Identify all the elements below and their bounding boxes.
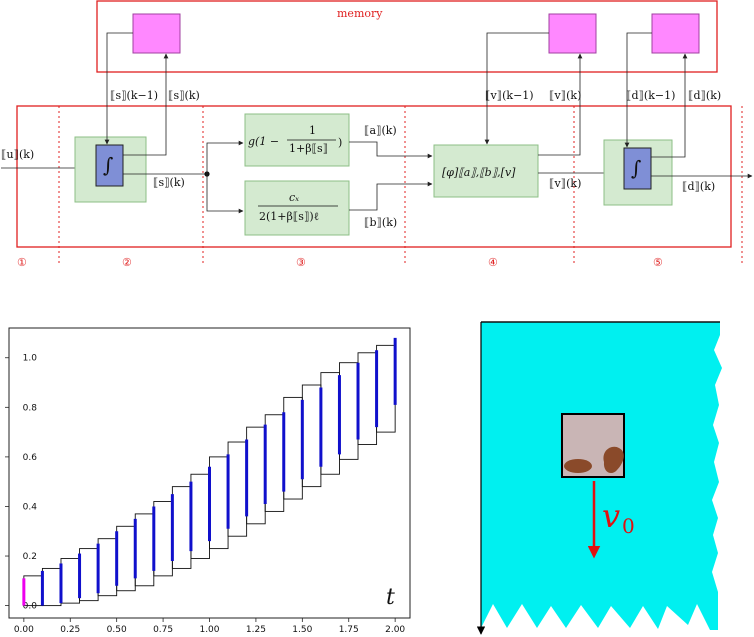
integral-s-symbol: ∫ xyxy=(103,153,113,177)
g-expr-close: ) xyxy=(338,136,342,149)
memory-cell-d xyxy=(651,13,700,54)
stage-separators xyxy=(58,106,743,265)
stage-label-2: ② xyxy=(122,256,132,269)
integrator-d-core xyxy=(623,147,652,190)
water-scene: v 0 xyxy=(476,321,722,635)
label-v-out: ⟦v⟧(k) xyxy=(549,177,581,190)
wire-a xyxy=(349,141,433,159)
y-tick-label: 0.8 xyxy=(23,403,38,413)
y-tick-label: 0.4 xyxy=(23,502,38,512)
label-s-curr: ⟦s⟧(k) xyxy=(168,89,200,102)
memory-cell-s xyxy=(132,13,181,54)
x-tick-label: 0.75 xyxy=(153,625,173,635)
x-tick-label: 1.50 xyxy=(292,625,312,635)
cx-block xyxy=(244,180,350,236)
integral-d-symbol: ∫ xyxy=(631,156,641,180)
pipeline-box xyxy=(16,105,732,248)
integrator-s-core xyxy=(95,144,124,187)
memory-box xyxy=(96,0,718,73)
phi-expr: [φ]⟦a⟧,⟦b⟧,[v] xyxy=(442,166,516,179)
chart-ticks: 0.00 0.25 0.50 0.75 1.00 1.25 1.50 1.75 2.00 0.0 0… xyxy=(5,354,405,635)
x-tick-label: 1.75 xyxy=(339,625,359,635)
g-expr-num: 1 xyxy=(309,124,316,137)
cx-den: 2(1+β⟦s⟧)ℓ xyxy=(259,210,319,223)
arrow-v-store xyxy=(538,53,583,156)
sediment-blob-right xyxy=(603,446,624,474)
x-tick-label: 0.00 xyxy=(14,625,34,635)
interval-chart: 0.00 0.25 0.50 0.75 1.00 1.25 1.50 1.75 2.00 0.0 0… xyxy=(5,327,411,635)
label-v-curr: ⟦v⟧(k) xyxy=(549,89,581,102)
wire-to-cx xyxy=(206,174,244,214)
label-d-curr: ⟦d⟧(k) xyxy=(688,89,721,102)
wire-to-g xyxy=(206,140,244,174)
label-d-out: ⟦d⟧(k) xyxy=(682,180,715,193)
block-diagram: memory ① ② ③ ④ ⑤ ⟦u⟧(k) ∫ ⟦s⟧(k−1) xyxy=(1,0,753,269)
stage-label-3: ③ xyxy=(296,256,306,269)
phi-block xyxy=(433,144,539,198)
arrow-s-store xyxy=(123,53,169,156)
arrow-v-prev xyxy=(484,32,549,145)
velocity-subscript: 0 xyxy=(622,514,635,538)
label-s-prev: ⟦s⟧(k−1) xyxy=(110,89,158,102)
g-expr-main: g(1 − xyxy=(248,135,279,148)
wire-b xyxy=(349,181,433,211)
arrow-d-store xyxy=(651,53,688,158)
x-tick-label: 0.25 xyxy=(60,625,80,635)
x-tick-label: 1.25 xyxy=(246,625,266,635)
y-tick-label: 1.0 xyxy=(23,354,38,364)
arrow-s-prev xyxy=(104,32,133,145)
chart-intervals xyxy=(22,337,397,606)
stage-label-1: ① xyxy=(17,256,27,269)
label-s-out: ⟦s⟧(k) xyxy=(153,176,185,189)
arrow-d-prev xyxy=(624,32,652,148)
x-axis-label: t xyxy=(386,585,395,610)
stage-label-4: ④ xyxy=(488,256,498,269)
label-v-prev: ⟦v⟧(k−1) xyxy=(485,89,534,102)
sediment-blob-left xyxy=(564,459,592,473)
label-d-prev: ⟦d⟧(k−1) xyxy=(626,89,675,102)
label-a: ⟦a⟧(k) xyxy=(364,124,397,137)
y-tick-label: 0.0 xyxy=(23,602,38,612)
velocity-label: v xyxy=(602,497,620,535)
cx-num: cₓ xyxy=(289,191,299,204)
y-tick-label: 0.2 xyxy=(23,552,37,562)
memory-label: memory xyxy=(337,7,383,20)
x-tick-label: 1.00 xyxy=(199,625,219,635)
x-tick-label: 2.00 xyxy=(385,625,405,635)
memory-cell-v xyxy=(548,13,597,54)
label-b: ⟦b⟧(k) xyxy=(364,216,397,229)
stage-label-5: ⑤ xyxy=(653,256,663,269)
y-tick-label: 0.6 xyxy=(23,453,38,463)
x-tick-label: 0.50 xyxy=(107,625,127,635)
input-label: ⟦u⟧(k) xyxy=(1,148,34,161)
g-expr-den: 1+β⟦s⟧ xyxy=(289,142,328,155)
